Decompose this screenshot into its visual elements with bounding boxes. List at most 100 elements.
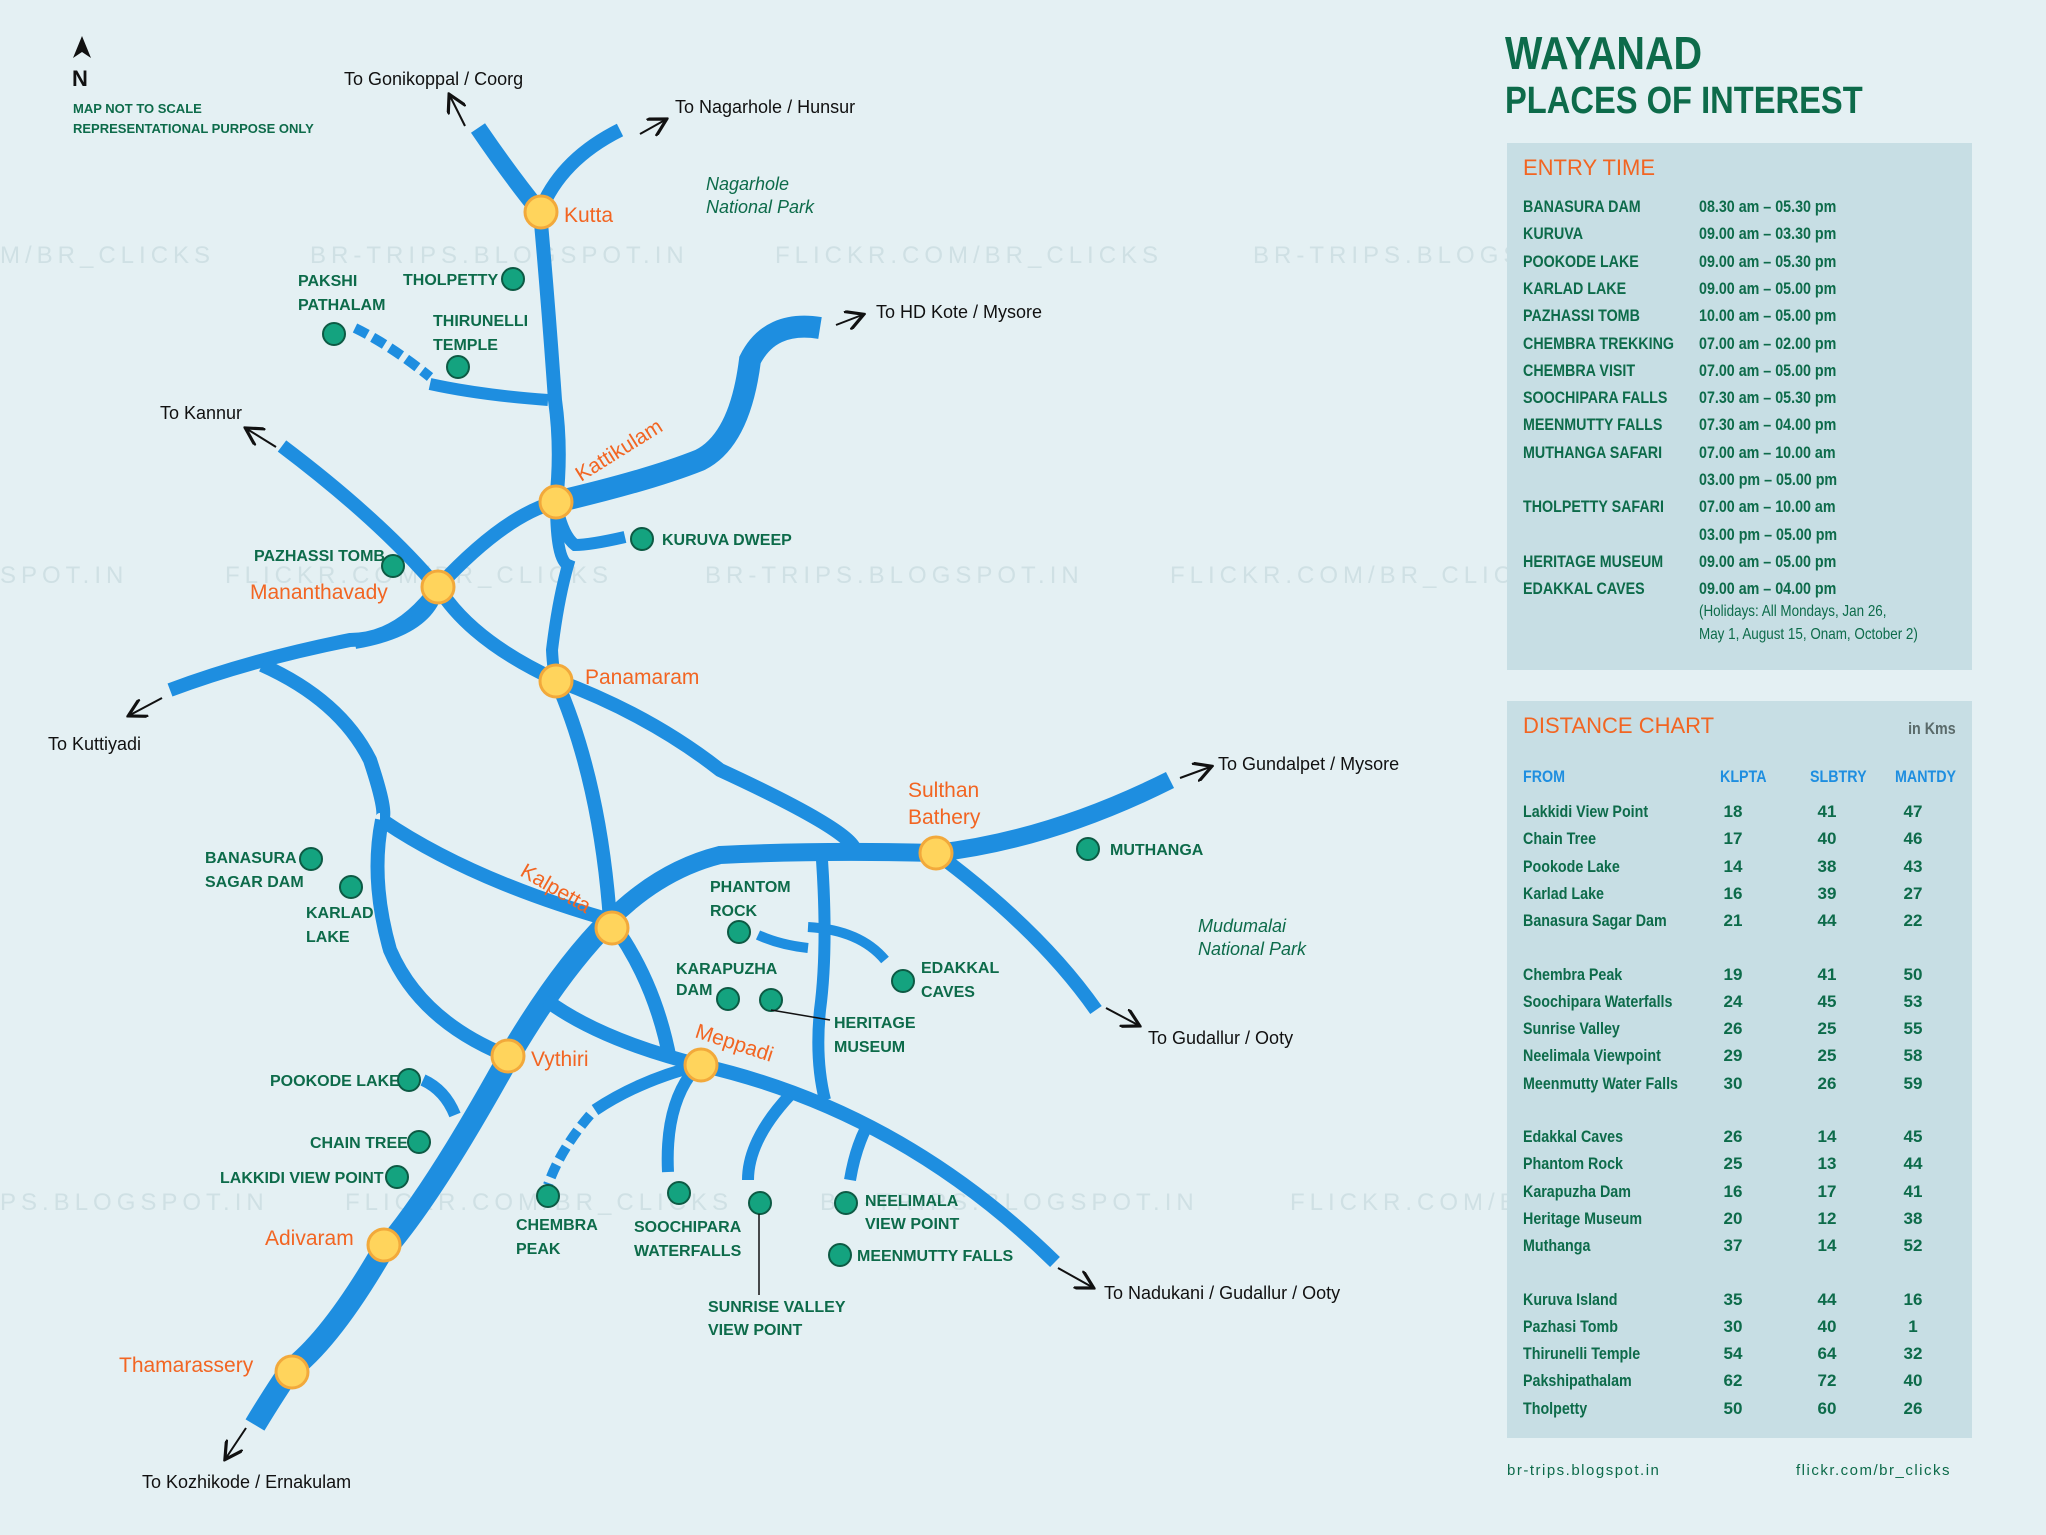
poi-label: SUNRISE VALLEY bbox=[708, 1299, 846, 1316]
entry-hours: 07.30 am – 04.00 pm bbox=[1699, 415, 1837, 435]
distance-value: 29 bbox=[1723, 1046, 1743, 1066]
poi-label: POOKODE LAKE bbox=[270, 1073, 400, 1090]
watermark: PS.BLOGSPOT.IN bbox=[0, 1189, 269, 1216]
poi-dot-pakshipathalam bbox=[322, 322, 346, 346]
distance-value: 25 bbox=[1817, 1046, 1837, 1066]
poi-label: NEELIMALA bbox=[865, 1193, 959, 1210]
distance-value: 64 bbox=[1817, 1344, 1837, 1364]
distance-value: 30 bbox=[1723, 1073, 1743, 1093]
entry-hours: 07.00 am – 10.00 am bbox=[1699, 497, 1836, 517]
distance-value: 58 bbox=[1903, 1046, 1923, 1066]
destination-labels: To Gonikoppal / Coorg To Nagarhole / Hun… bbox=[48, 69, 1399, 1492]
poi-label: DAM bbox=[676, 982, 712, 999]
distance-value: 17 bbox=[1723, 829, 1743, 849]
distance-value: 38 bbox=[1817, 856, 1837, 876]
poi-label: CHEMBRA bbox=[516, 1217, 598, 1234]
distance-value: 19 bbox=[1723, 964, 1743, 984]
entry-place: PAZHASSI TOMB bbox=[1523, 306, 1640, 326]
poi-label: BANASURA bbox=[205, 850, 297, 867]
north-arrow-icon bbox=[73, 36, 91, 58]
poi-dot-pazhassi bbox=[381, 554, 405, 578]
poi-label: TEMPLE bbox=[433, 337, 498, 354]
road-kalpetta-bathery-gundalpet bbox=[603, 771, 1175, 927]
distance-value: 26 bbox=[1903, 1398, 1923, 1418]
subtitle: PLACES OF INTEREST bbox=[1505, 80, 1863, 122]
entry-time-heading: ENTRY TIME bbox=[1523, 155, 1656, 180]
poi-dot-chembra bbox=[536, 1184, 560, 1208]
poi-dot-karlad bbox=[339, 875, 363, 899]
distance-value: 12 bbox=[1817, 1208, 1837, 1228]
destination-label: To Kozhikode / Ernakulam bbox=[142, 1472, 351, 1492]
town-label: Mananthavady bbox=[250, 581, 388, 604]
destination-label: To Gonikoppal / Coorg bbox=[344, 69, 523, 89]
distance-value: 50 bbox=[1723, 1398, 1743, 1418]
poi-label: HERITAGE bbox=[834, 1015, 916, 1032]
watermark: BR-TRIPS.BLOGSPOT.IN bbox=[310, 242, 689, 269]
poi-label: ROCK bbox=[710, 903, 758, 920]
road-to-kannur bbox=[277, 440, 442, 591]
road-phantom bbox=[755, 930, 809, 953]
park-label: Mudumalai bbox=[1198, 916, 1287, 936]
distance-value: 17 bbox=[1817, 1181, 1837, 1201]
poi-label: MEENMUTTY FALLS bbox=[857, 1248, 1013, 1265]
distance-value: 27 bbox=[1903, 883, 1923, 903]
entry-hours: 08.30 am – 05.30 pm bbox=[1699, 197, 1837, 216]
watermark: BR-TRIPS.BLOGSPOT.IN bbox=[705, 562, 1084, 589]
footer-flickr: flickr.com/br_clicks bbox=[1796, 1462, 1952, 1479]
road-to-pookode bbox=[420, 1074, 461, 1118]
town-dot-kalpetta bbox=[594, 910, 630, 946]
watermark: FLICKR.COM/BR_CLICKS bbox=[775, 242, 1163, 269]
road-to-soochipara bbox=[661, 1071, 695, 1173]
distance-value: 45 bbox=[1817, 991, 1837, 1011]
distance-value: 45 bbox=[1903, 1127, 1923, 1146]
distance-value: 20 bbox=[1723, 1208, 1743, 1228]
heritage-leader bbox=[770, 1009, 831, 1021]
poi-label: VIEW POINT bbox=[865, 1216, 959, 1233]
road-west-vythiri bbox=[370, 818, 508, 1062]
road-kutta-kattikulam bbox=[533, 211, 566, 503]
watermarks: M/BR_CLICKS BR-TRIPS.BLOGSPOT.IN FLICKR.… bbox=[0, 242, 1673, 1216]
destination-label: To HD Kote / Mysore bbox=[876, 302, 1042, 322]
distance-value: 50 bbox=[1903, 964, 1923, 984]
poi-label: LAKKIDI VIEW POINT bbox=[220, 1170, 384, 1187]
distance-value: 18 bbox=[1723, 802, 1743, 821]
destination-label: To Gundalpet / Mysore bbox=[1218, 754, 1399, 774]
poi-label: EDAKKAL bbox=[921, 960, 999, 977]
distance-value: 21 bbox=[1723, 911, 1743, 931]
road-to-thirunelli bbox=[428, 378, 549, 406]
road-bathery-south bbox=[812, 859, 831, 1102]
poi-label: SAGAR DAM bbox=[205, 874, 304, 891]
distance-place: Pookode Lake bbox=[1523, 856, 1620, 876]
town-dot-kutta bbox=[523, 194, 559, 230]
poi-dot-thirunelli bbox=[446, 355, 470, 379]
poi-label: WATERFALLS bbox=[634, 1243, 742, 1260]
distance-value: 43 bbox=[1903, 856, 1923, 876]
scale-note: MAP NOT TO SCALE bbox=[73, 101, 202, 116]
holiday-note: May 1, August 15, Onam, October 2) bbox=[1699, 626, 1918, 643]
distance-value: 46 bbox=[1903, 829, 1923, 849]
park-label: National Park bbox=[706, 197, 815, 217]
distance-value: 14 bbox=[1817, 1236, 1837, 1256]
road-to-neelimala bbox=[844, 1125, 872, 1182]
entry-place: SOOCHIPARA FALLS bbox=[1523, 388, 1668, 408]
distance-place: Neelimala Viewpoint bbox=[1523, 1046, 1661, 1066]
distance-value: 16 bbox=[1723, 883, 1743, 903]
distance-chart-panel: DISTANCE CHART in Kms FROM KLPTA SLBTRY … bbox=[1507, 701, 1972, 1438]
entry-place: CHEMBRA VISIT bbox=[1523, 360, 1636, 380]
town-label: Adivaram bbox=[265, 1227, 354, 1250]
poi-dot-kuruva bbox=[630, 527, 654, 551]
distance-value: 26 bbox=[1723, 1019, 1743, 1039]
road-to-sunrise bbox=[742, 1090, 795, 1181]
distance-place: Edakkal Caves bbox=[1523, 1127, 1624, 1146]
distance-place: Banasura Sagar Dam bbox=[1523, 911, 1667, 931]
road-to-edakkal bbox=[807, 922, 889, 964]
poi-label: KARLAD bbox=[306, 905, 374, 922]
distance-value: 25 bbox=[1817, 1019, 1837, 1039]
town-dot-thamarassery bbox=[274, 1354, 310, 1390]
distance-value: 1 bbox=[1908, 1316, 1918, 1336]
poi-dot-lakkidi bbox=[385, 1165, 409, 1189]
poi-label: PAZHASSI TOMB bbox=[254, 548, 385, 565]
distance-value: 72 bbox=[1817, 1371, 1837, 1391]
entry-hours: 10.00 am – 05.00 pm bbox=[1699, 306, 1837, 326]
